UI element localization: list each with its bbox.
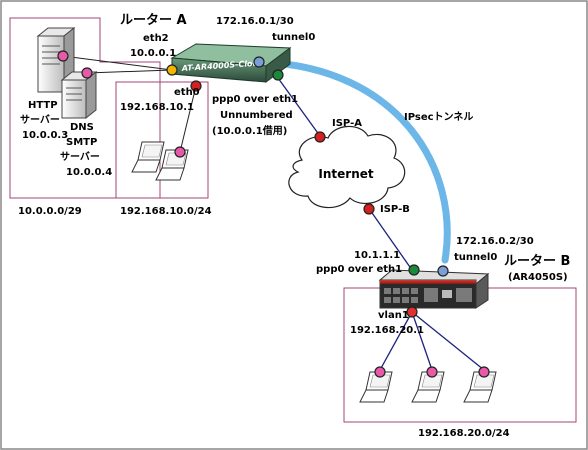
http-ip: 10.0.0.3 — [22, 130, 68, 141]
port-pc-lan-b-2 — [426, 366, 438, 378]
port-vlan1 — [406, 306, 418, 318]
port-dots — [57, 50, 490, 378]
link-router-b-pc2 — [411, 311, 433, 371]
ipsec-label: IPsecトンネル — [404, 111, 473, 123]
link-http-eth2 — [62, 55, 173, 71]
dmz-subnet: 10.0.0.0/29 — [18, 206, 82, 217]
router-b-tunnel-ip: 172.16.0.2/30 — [456, 236, 534, 247]
router-a-tunnel-ip: 172.16.0.1/30 — [216, 16, 294, 27]
laptop-icon-lan-b-1 — [359, 371, 393, 403]
router-a-unnumbered: Unnumbered — [220, 110, 293, 121]
router-b-icon — [378, 269, 490, 309]
router-b-vlan-label: vlan1 — [378, 310, 409, 321]
internet-cloud: Internet — [288, 125, 406, 209]
router-b-model: (AR4050S) — [508, 272, 568, 283]
router-a-eth2-ip: 10.0.0.1 — [130, 48, 176, 59]
router-a-eth0-ip: 192.168.10.1 — [120, 102, 194, 113]
cloud-shape — [288, 125, 406, 209]
link-isp-b-router-b — [369, 209, 413, 271]
port-pc-lan-a — [174, 146, 186, 158]
port-eth0 — [190, 80, 202, 92]
link-router-b-pc1 — [379, 311, 413, 371]
link-eth0-pc — [179, 85, 197, 153]
port-http-server — [57, 50, 69, 62]
port-eth2 — [166, 64, 178, 76]
zone-lan-a — [115, 81, 209, 199]
router-b-ppp-label: ppp0 over eth1 — [316, 264, 402, 275]
port-isp-b — [363, 203, 375, 215]
http-label-2: サーバー — [20, 114, 60, 126]
dns-ip: 10.0.0.4 — [66, 167, 112, 178]
link-ppp-a-isp — [277, 77, 321, 137]
port-tunnel0-a — [253, 56, 265, 68]
link-dns-eth2 — [86, 69, 173, 74]
router-b-vlan-ip: 192.168.20.1 — [350, 325, 424, 336]
links — [277, 77, 485, 371]
link-router-b-pc3 — [411, 311, 485, 371]
port-tunnel0-b — [437, 265, 449, 277]
port-ppp0-a — [272, 69, 284, 81]
router-a-title: ルーター A — [120, 13, 187, 28]
ipsec-tunnel-line — [258, 58, 451, 264]
isp-b-label: ISP-B — [380, 204, 410, 215]
dns-label-2: SMTP — [66, 137, 97, 148]
port-ppp0-b — [408, 264, 420, 276]
port-pc-lan-b-3 — [478, 366, 490, 378]
dns-smtp-server-icon — [60, 70, 98, 120]
router-b-ppp-ip: 10.1.1.1 — [354, 250, 400, 261]
router-b-tunnel-label: tunnel0 — [454, 252, 497, 263]
router-a-eth2-label: eth2 — [143, 33, 169, 44]
lan-a-subnet: 192.168.10.0/24 — [120, 206, 212, 217]
http-label-1: HTTP — [28, 100, 58, 111]
router-a-ppp-label: ppp0 over eth1 — [212, 94, 298, 105]
router-b-title: ルーター B — [504, 254, 570, 269]
isp-a-label: ISP-A — [332, 118, 362, 129]
router-a-tunnel-label: tunnel0 — [272, 32, 315, 43]
port-pc-lan-b-1 — [374, 366, 386, 378]
router-a-unnumbered-note: (10.0.0.1借用) — [212, 124, 287, 137]
lan-b-subnet: 192.168.20.0/24 — [418, 428, 510, 439]
internet-label: Internet — [318, 167, 373, 181]
links-lan-a — [62, 55, 197, 153]
dns-label-3: サーバー — [60, 151, 100, 163]
router-a-eth0-label: eth0 — [174, 87, 200, 98]
laptop-icon-lan-b-3 — [463, 371, 497, 403]
port-dns-server — [81, 67, 93, 79]
router-a-icon: AT-AR4000S-Cloud — [170, 43, 292, 83]
port-isp-a — [314, 131, 326, 143]
laptop-icon-lan-b-2 — [411, 371, 445, 403]
dns-label-1: DNS — [70, 122, 94, 133]
zone-dmz-lan-a — [9, 17, 161, 199]
